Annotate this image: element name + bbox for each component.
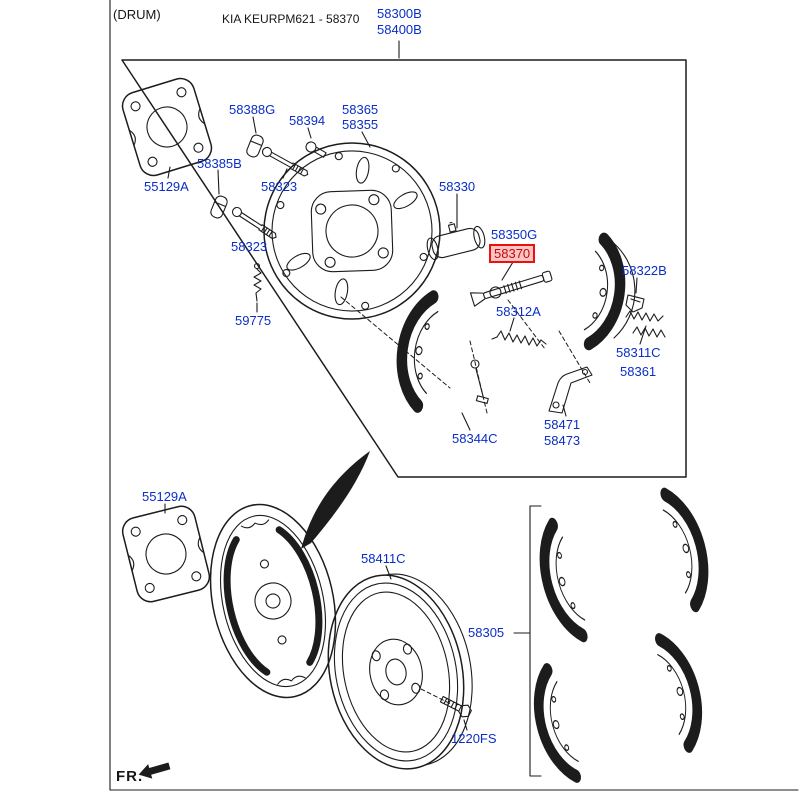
- bolt-58394-drawing: [305, 141, 327, 158]
- leader-lines: [164, 40, 647, 777]
- bolt-1220FS-drawing: [439, 695, 472, 718]
- part-label-58344C: 58344C: [452, 431, 498, 446]
- part-label-58305: 58305: [468, 625, 505, 640]
- part-label-58311C: 58311C: [616, 345, 661, 360]
- part-label-58365: 58365: [342, 102, 379, 117]
- part-label-55129A-top: 55129A: [144, 179, 189, 194]
- fr-direction-label: FR.: [116, 768, 144, 785]
- part-label-59775: 59775: [235, 313, 272, 328]
- spring-58311C-drawing: [625, 310, 666, 338]
- brake-shoe-right-drawing: [583, 238, 627, 347]
- part-label-58323-upper: 58323: [261, 179, 298, 194]
- part-label-58330: 58330: [439, 179, 476, 194]
- part-label-58322B: 58322B: [622, 263, 667, 278]
- brake-shoe-right-edge-line: [609, 239, 636, 339]
- part-label-58312A: 58312A: [496, 304, 541, 319]
- clip-58322B-drawing: [625, 294, 645, 313]
- spring-58312A-drawing: [491, 330, 547, 347]
- fr-arrow-icon: [138, 762, 171, 779]
- assembly-swoosh-arrow: [301, 451, 370, 549]
- backing-plate-drawing: [263, 142, 441, 320]
- lever-58471-drawing: [548, 366, 593, 414]
- part-label-58323-lower: 58323: [231, 239, 268, 254]
- catalog-code: KIA KEURPM621 - 58370: [222, 12, 360, 26]
- part-label-58370-highlighted: 58370: [489, 244, 536, 263]
- page-frame-lines: [109, 0, 799, 791]
- drum-type-label: (DRUM): [113, 7, 161, 22]
- part-label-58411C: 58411C: [361, 551, 406, 566]
- exploded-view-box: [121, 59, 687, 478]
- part-label-58400B: 58400B: [377, 22, 422, 37]
- part-label-58388G: 58388G: [229, 102, 276, 117]
- pin-59775-drawing: [253, 262, 262, 302]
- part-label-58361: 58361: [620, 364, 657, 379]
- brake-assembly-drawing: [209, 503, 337, 699]
- holddown-pin-drawing: [470, 359, 489, 405]
- brake-shoe-kit-top-drawing: [533, 489, 715, 640]
- brake-shoe-kit-bottom-drawing: [528, 634, 709, 781]
- wheel-cylinder-drawing: [426, 221, 486, 261]
- part-label-58473: 58473: [544, 433, 581, 448]
- brake-drum-drawing: [327, 573, 473, 770]
- part-label-58385B: 58385B: [197, 156, 242, 171]
- adjuster-strut-drawing: [469, 270, 553, 307]
- grommet-58388G-drawing: [244, 133, 266, 159]
- part-label-1220FS: 1220FS: [451, 731, 497, 746]
- part-label-58300B: 58300B: [377, 6, 422, 21]
- part-label-58394: 58394: [289, 113, 326, 128]
- gasket-bottom-drawing: [118, 502, 214, 606]
- brake-shoe-58344C-drawing: [395, 294, 440, 407]
- part-label-58350G: 58350G: [491, 227, 538, 242]
- part-label-58355: 58355: [342, 117, 379, 132]
- part-label-58471: 58471: [544, 417, 581, 432]
- part-label-55129A-bottom: 55129A: [142, 489, 187, 504]
